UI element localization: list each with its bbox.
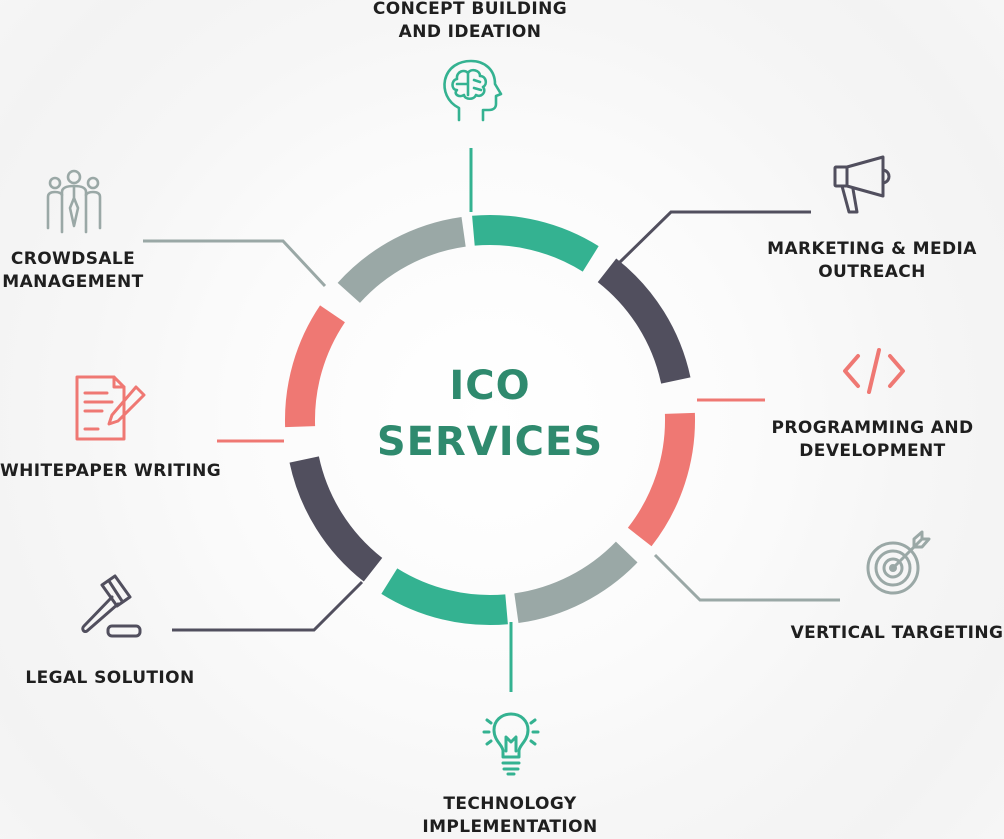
label-concept: CONCEPT BUILDING AND IDEATION (372, 0, 568, 42)
arc-legal (289, 456, 383, 582)
arc-programming (627, 412, 695, 547)
connector-legal (172, 580, 364, 632)
arc-whitepaper (285, 305, 346, 428)
label-crowdsale: CROWDSALE MANAGEMENT (2, 249, 144, 292)
label-technology: TECHNOLOGY IMPLEMENTATION (422, 794, 598, 837)
lightbulb-icon (482, 712, 540, 776)
document-pen-icon (75, 375, 146, 441)
connector-lines (143, 148, 840, 692)
code-brackets-icon (843, 348, 905, 394)
target-arrow-icon (866, 530, 931, 595)
connector-crowdsale (143, 239, 327, 288)
label-legal: LEGAL SOLUTION (25, 668, 195, 688)
arc-vertical (513, 541, 638, 624)
connector-vertical (653, 553, 840, 602)
center-title-line2: SERVICES (376, 419, 604, 465)
ring-arcs (285, 215, 695, 625)
label-marketing: MARKETING & MEDIA OUTREACH (767, 239, 977, 282)
gavel-icon (81, 574, 142, 638)
label-programming: PROGRAMMING AND DEVELOPMENT (771, 418, 974, 461)
label-vertical: VERTICAL TARGETING (790, 623, 1004, 643)
arc-crowdsale (337, 216, 466, 304)
brain-head-icon (443, 59, 503, 122)
megaphone-icon (833, 155, 891, 214)
people-group-icon (46, 169, 102, 234)
connector-marketing (618, 210, 811, 264)
arc-concept (472, 215, 599, 272)
arc-marketing (597, 258, 691, 384)
label-whitepaper: WHITEPAPER WRITING (0, 461, 222, 481)
arc-technology (381, 568, 508, 625)
center-title-line1: ICO (449, 363, 531, 409)
